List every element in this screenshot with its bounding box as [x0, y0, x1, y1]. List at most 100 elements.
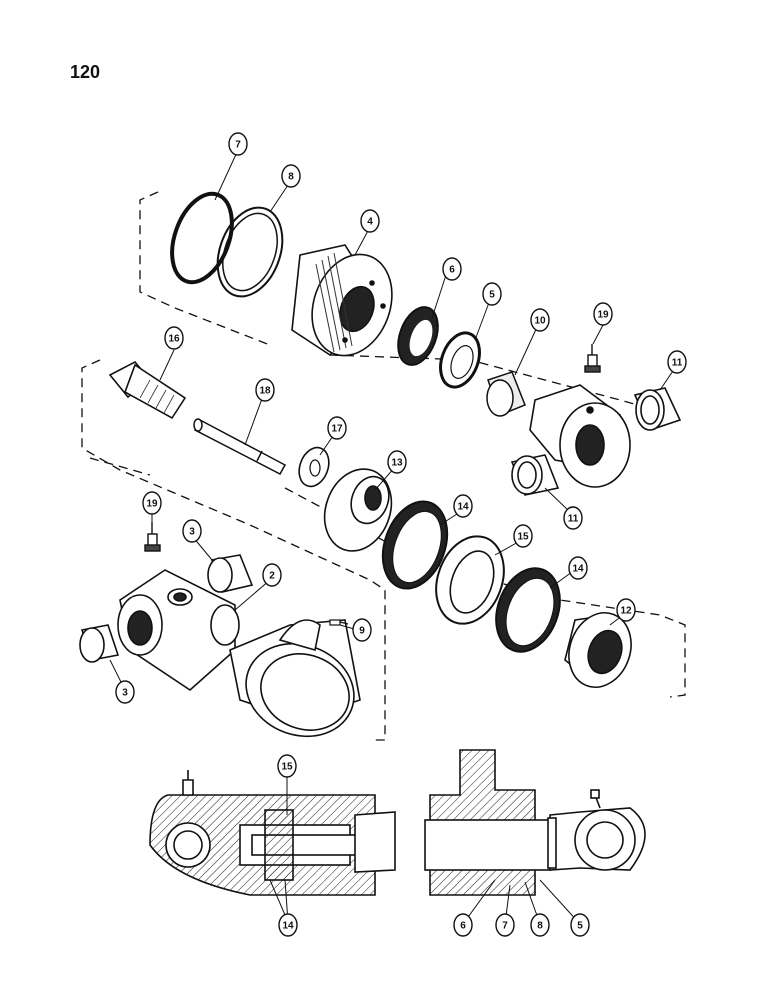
callout-circle — [262, 563, 282, 587]
callout-label: 14 — [282, 921, 294, 932]
callout-c5-top: 5 — [482, 282, 502, 306]
callout-c8-top: 8 — [281, 164, 301, 188]
section-view-base — [149, 770, 396, 896]
callout-c15-top: 15 — [513, 524, 533, 548]
bushing-3-top — [207, 554, 254, 593]
callout-c11-top: 11 — [667, 350, 687, 374]
grease-fitting-19 — [584, 344, 601, 373]
grease-fitting-19-left — [144, 522, 161, 552]
callout-label: 5 — [489, 290, 495, 301]
callout-label: 6 — [449, 265, 455, 276]
callout-label: 6 — [460, 921, 466, 932]
callout-label: 14 — [572, 564, 584, 575]
callout-c11-mid: 11 — [563, 506, 583, 530]
callout-c3-bottom: 3 — [115, 680, 135, 704]
section-view-rod-end — [424, 749, 646, 896]
rod-eye — [529, 384, 631, 488]
callout-c5-section: 5 — [570, 913, 590, 937]
callout-layer: 7 8 4 6 5 10 19 11 16 18 17 13 11 14 15 14 12 19 3 2 9 3 15 14 6… — [115, 132, 687, 937]
callout-label: 15 — [517, 532, 529, 543]
bolt-16 — [108, 360, 187, 420]
callout-label: 8 — [537, 921, 543, 932]
callout-circle — [568, 556, 588, 580]
wiper-seal-6 — [397, 306, 439, 366]
callout-c8-section: 8 — [530, 913, 550, 937]
callout-label: 12 — [620, 606, 632, 617]
o-ring-7 — [170, 191, 234, 285]
callout-label: 19 — [146, 499, 158, 510]
washer-17 — [298, 446, 330, 488]
callout-label: 5 — [577, 921, 583, 932]
callout-c16: 16 — [164, 326, 184, 350]
bushing-10 — [486, 371, 526, 417]
screw-9 — [329, 619, 349, 626]
callout-circle — [164, 326, 184, 350]
callout-circle — [570, 913, 590, 937]
gland-4 — [291, 244, 393, 357]
bushing-11-top — [633, 387, 682, 431]
callout-c7-section: 7 — [495, 913, 515, 937]
callout-circle — [352, 618, 372, 642]
callout-c18: 18 — [255, 378, 275, 402]
callout-label: 15 — [281, 762, 293, 773]
callout-circle — [530, 913, 550, 937]
callout-c14-b: 14 — [568, 556, 588, 580]
bushing-3-bottom — [79, 624, 120, 663]
callout-label: 16 — [168, 334, 180, 345]
callout-label: 7 — [502, 921, 508, 932]
callout-label: 3 — [122, 688, 128, 699]
callout-label: 14 — [457, 502, 469, 513]
callout-circle — [482, 282, 502, 306]
callout-circle — [182, 519, 202, 543]
callout-c6-top: 6 — [442, 257, 462, 281]
page-number: 120 — [70, 62, 101, 82]
callout-c7-top: 7 — [228, 132, 248, 156]
callout-label: 17 — [331, 424, 343, 435]
callout-circle — [360, 209, 380, 233]
callout-circle — [667, 350, 687, 374]
piston-nut-12 — [564, 612, 632, 688]
callout-c15-section: 15 — [277, 754, 297, 778]
callout-circle — [277, 754, 297, 778]
callout-circle — [228, 132, 248, 156]
callout-circle — [255, 378, 275, 402]
cylinder-base-2 — [117, 569, 240, 692]
callout-circle — [530, 308, 550, 332]
callout-circle — [442, 257, 462, 281]
callout-c17: 17 — [327, 416, 347, 440]
callout-label: 4 — [367, 217, 373, 228]
callout-label: 2 — [269, 571, 275, 582]
callout-c13: 13 — [387, 450, 407, 474]
callout-circle — [495, 913, 515, 937]
callout-circle — [593, 302, 613, 326]
callout-circle — [453, 913, 473, 937]
callout-label: 13 — [391, 458, 403, 469]
rod-seal-5 — [439, 331, 481, 389]
callout-circle — [327, 416, 347, 440]
callout-circle — [513, 524, 533, 548]
callout-label: 9 — [359, 626, 365, 637]
callout-c19-right: 19 — [593, 302, 613, 326]
callout-circle — [563, 506, 583, 530]
callout-circle — [115, 680, 135, 704]
pin-18 — [193, 418, 287, 476]
callout-label: 18 — [259, 386, 271, 397]
piston-13 — [323, 468, 393, 552]
piston-seal-14-a — [381, 500, 449, 590]
cylinder-tube — [229, 619, 361, 738]
callout-c2: 2 — [262, 563, 282, 587]
callout-label: 10 — [534, 316, 546, 327]
wear-ring-15 — [435, 535, 505, 625]
callout-label: 7 — [235, 140, 241, 151]
callout-c4: 4 — [360, 209, 380, 233]
callout-c14-section: 14 — [278, 913, 298, 937]
backup-ring-8 — [216, 206, 284, 298]
callout-c14-a: 14 — [453, 494, 473, 518]
bushing-11-mid — [510, 454, 560, 496]
callout-circle — [616, 598, 636, 622]
callout-c19-left: 19 — [142, 491, 162, 515]
callout-c3-top: 3 — [182, 519, 202, 543]
callout-c12: 12 — [616, 598, 636, 622]
